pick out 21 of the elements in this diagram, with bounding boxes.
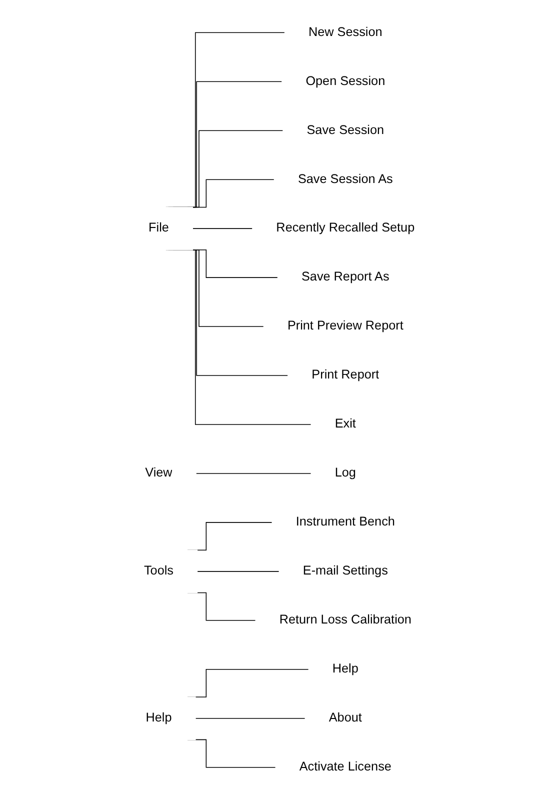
node-text: Print Report bbox=[312, 368, 380, 382]
connector bbox=[195, 718, 306, 719]
node-text: About bbox=[329, 711, 362, 725]
node-text: Help bbox=[332, 662, 359, 676]
node-text: Open Session bbox=[306, 74, 386, 88]
node-text: E-mail Settings bbox=[303, 564, 388, 578]
node-text: New Session bbox=[308, 26, 382, 39]
connector bbox=[196, 473, 312, 474]
node-text: View bbox=[145, 466, 173, 480]
connector bbox=[192, 228, 254, 229]
node-text: Activate License bbox=[300, 760, 392, 774]
node-text: Exit bbox=[335, 417, 356, 431]
connector bbox=[196, 571, 280, 572]
node-text: Print Preview Report bbox=[288, 319, 404, 333]
node-text: Log bbox=[335, 466, 356, 480]
node-text: Instrument Bench bbox=[296, 515, 396, 529]
node-text: Return Loss Calibration bbox=[280, 613, 412, 627]
node-text: Save Session bbox=[306, 124, 384, 137]
node-text: Save Session As bbox=[298, 172, 394, 186]
node-text: Save Report As bbox=[302, 270, 390, 284]
node-text: Recently Recalled Setup bbox=[276, 221, 415, 235]
